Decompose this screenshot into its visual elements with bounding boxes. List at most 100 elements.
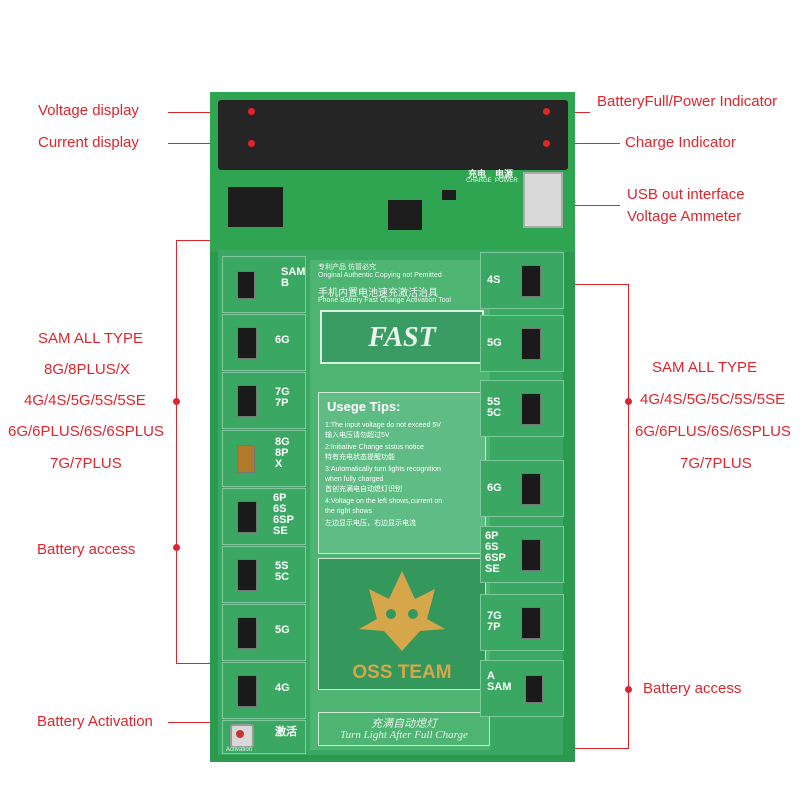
voltage-display-dot bbox=[248, 108, 255, 115]
left-type-line-4: 7G/7PLUS bbox=[50, 455, 122, 472]
center-panel: 专利产品 仿冒必究 Original Authentic Copying not… bbox=[310, 260, 490, 750]
activation-board: 充电 电源 CHARGE POWER SAM B 6G 7G 7P 8G 8P … bbox=[210, 92, 575, 762]
right-bracket-dot-bottom bbox=[625, 686, 632, 693]
bottom-text-box: 充满自动熄灯 Turn Light After Full Charge bbox=[318, 712, 490, 746]
tip-line: 首创充满电自动熄灯识别 bbox=[325, 486, 402, 493]
charge-label: 充电 bbox=[468, 169, 487, 179]
slot-5g-right: 5G bbox=[480, 315, 564, 372]
usage-tips: Usege Tips: 1:The input voltage do not e… bbox=[318, 392, 486, 554]
slot-label: A SAM bbox=[487, 670, 512, 693]
slot-4s: 4S bbox=[480, 252, 564, 309]
slot-label: 4S bbox=[487, 274, 501, 286]
charge-indicator-dot bbox=[543, 140, 550, 147]
current-display-label: Current display bbox=[38, 134, 139, 151]
slot-6g-right: 6G bbox=[480, 460, 564, 517]
right-type-line-1: 4G/4S/5G/5C/5S/5SE bbox=[640, 391, 786, 408]
header-cn: 专利产品 仿冒必究 bbox=[318, 264, 376, 271]
right-bracket-bottom bbox=[555, 748, 628, 749]
slot-label: 7G 7P bbox=[275, 386, 290, 409]
battery-full-dot bbox=[543, 108, 550, 115]
slot-5s-5c: 5S 5C bbox=[222, 546, 306, 603]
battery-access-left-label: Battery access bbox=[37, 541, 136, 558]
current-display-dot bbox=[248, 140, 255, 147]
connector bbox=[237, 617, 257, 649]
oss-team-logo-box: OSS TEAM bbox=[318, 558, 486, 690]
usb-out-label: USB out interface bbox=[627, 186, 745, 203]
oss-team-text: OSS TEAM bbox=[352, 662, 452, 683]
activation-en-label: Activation bbox=[226, 747, 253, 753]
tips-title: Usege Tips: bbox=[327, 399, 401, 414]
battery-panel: SAM B 6G 7G 7P 8G 8P X 6P 6S 6SP SE 5S 5… bbox=[218, 250, 564, 755]
title-cn: 手机内置电池速充激活治具 bbox=[318, 288, 438, 299]
button-cap bbox=[236, 730, 244, 738]
connector bbox=[521, 328, 541, 360]
usb-leader bbox=[545, 205, 620, 206]
tip-line: 1:The input voltage do not exceed 5V bbox=[325, 422, 441, 429]
slot-7g-7p: 7G 7P bbox=[222, 372, 306, 429]
tiger-logo-icon bbox=[359, 571, 445, 651]
fast-logo: FAST bbox=[368, 322, 436, 353]
left-type-line-2: 4G/4S/5G/5S/5SE bbox=[24, 392, 146, 409]
slot-6g: 6G bbox=[222, 314, 306, 371]
connector bbox=[521, 607, 541, 639]
tip-line: 2:Initiative Change ststus notice bbox=[325, 444, 424, 451]
connector bbox=[521, 539, 541, 571]
activation-button[interactable] bbox=[230, 724, 254, 748]
fast-box: FAST bbox=[320, 310, 484, 364]
tip-line: 4:Voltage on the left shows,current on bbox=[325, 498, 443, 505]
slot-4g: 4G bbox=[222, 662, 306, 719]
right-type-line-3: 7G/7PLUS bbox=[680, 455, 752, 472]
tip-line: the right shows bbox=[325, 508, 373, 515]
slot-label: 6G bbox=[275, 334, 290, 346]
connector bbox=[521, 265, 541, 297]
activation-cn-label: 激活 bbox=[275, 726, 297, 738]
power-label: 电源 bbox=[495, 169, 514, 179]
connector bbox=[521, 473, 541, 505]
slot-label: SAM B bbox=[281, 266, 306, 289]
right-bracket-dot-mid bbox=[625, 398, 632, 405]
left-bracket-vertical bbox=[176, 240, 177, 664]
connector bbox=[237, 445, 255, 473]
slot-label: 6P 6S 6SP SE bbox=[273, 492, 294, 537]
slot-label: 5S 5C bbox=[487, 396, 502, 419]
slot-6p-6s-right: 6P 6S 6SP SE bbox=[480, 526, 564, 583]
connector bbox=[521, 393, 541, 425]
battery-activation-label: Battery Activation bbox=[37, 713, 153, 730]
connector bbox=[237, 501, 257, 533]
charge-en-label: CHARGE bbox=[466, 178, 492, 184]
charge-indicator-leader bbox=[545, 143, 620, 144]
voltage-ammeter-label: Voltage Ammeter bbox=[627, 208, 742, 225]
voltage-display-leader bbox=[168, 112, 250, 113]
slot-label: 5G bbox=[487, 337, 502, 349]
slot-5g: 5G bbox=[222, 604, 306, 661]
slot-sam-a: A SAM bbox=[480, 660, 564, 717]
left-type-line-3: 6G/6PLUS/6S/6SPLUS bbox=[8, 423, 164, 440]
tip-line: 左边显示电压，右边显示电流 bbox=[325, 520, 416, 527]
ic-chip-small bbox=[388, 200, 422, 230]
tip-line: 特有充电状态提醒功能 bbox=[325, 454, 395, 461]
resistor bbox=[442, 190, 456, 200]
right-bracket-top bbox=[555, 284, 628, 285]
connector bbox=[525, 675, 543, 703]
tip-line: 输入电压请勿超过5V bbox=[325, 432, 390, 439]
battery-full-power-indicator-label: BatteryFull/Power Indicator bbox=[597, 93, 778, 110]
connector bbox=[237, 327, 257, 359]
battery-access-right-label: Battery access bbox=[643, 680, 742, 697]
led-display-block bbox=[218, 100, 568, 170]
slot-8g-8p-x: 8G 8P X bbox=[222, 430, 306, 487]
left-sam-all-type: SAM ALL TYPE bbox=[38, 330, 144, 347]
battery-activation-leader bbox=[168, 722, 238, 723]
slot-label: 4G bbox=[275, 682, 290, 694]
tip-line: 3:Automatically turn lights recognition bbox=[325, 466, 441, 473]
slot-label: 5S 5C bbox=[275, 560, 290, 583]
connector bbox=[237, 675, 257, 707]
connector bbox=[237, 271, 255, 299]
left-type-line-1: 8G/8PLUS/X bbox=[44, 361, 130, 378]
connector bbox=[237, 559, 257, 591]
left-bracket-dot-mid1 bbox=[173, 398, 180, 405]
board-top-section: 充电 电源 CHARGE POWER bbox=[210, 92, 575, 252]
power-en-label: POWER bbox=[495, 178, 518, 184]
slot-label: 6G bbox=[487, 482, 502, 494]
slot-label: 5G bbox=[275, 624, 290, 636]
right-bracket-vertical bbox=[628, 284, 629, 749]
